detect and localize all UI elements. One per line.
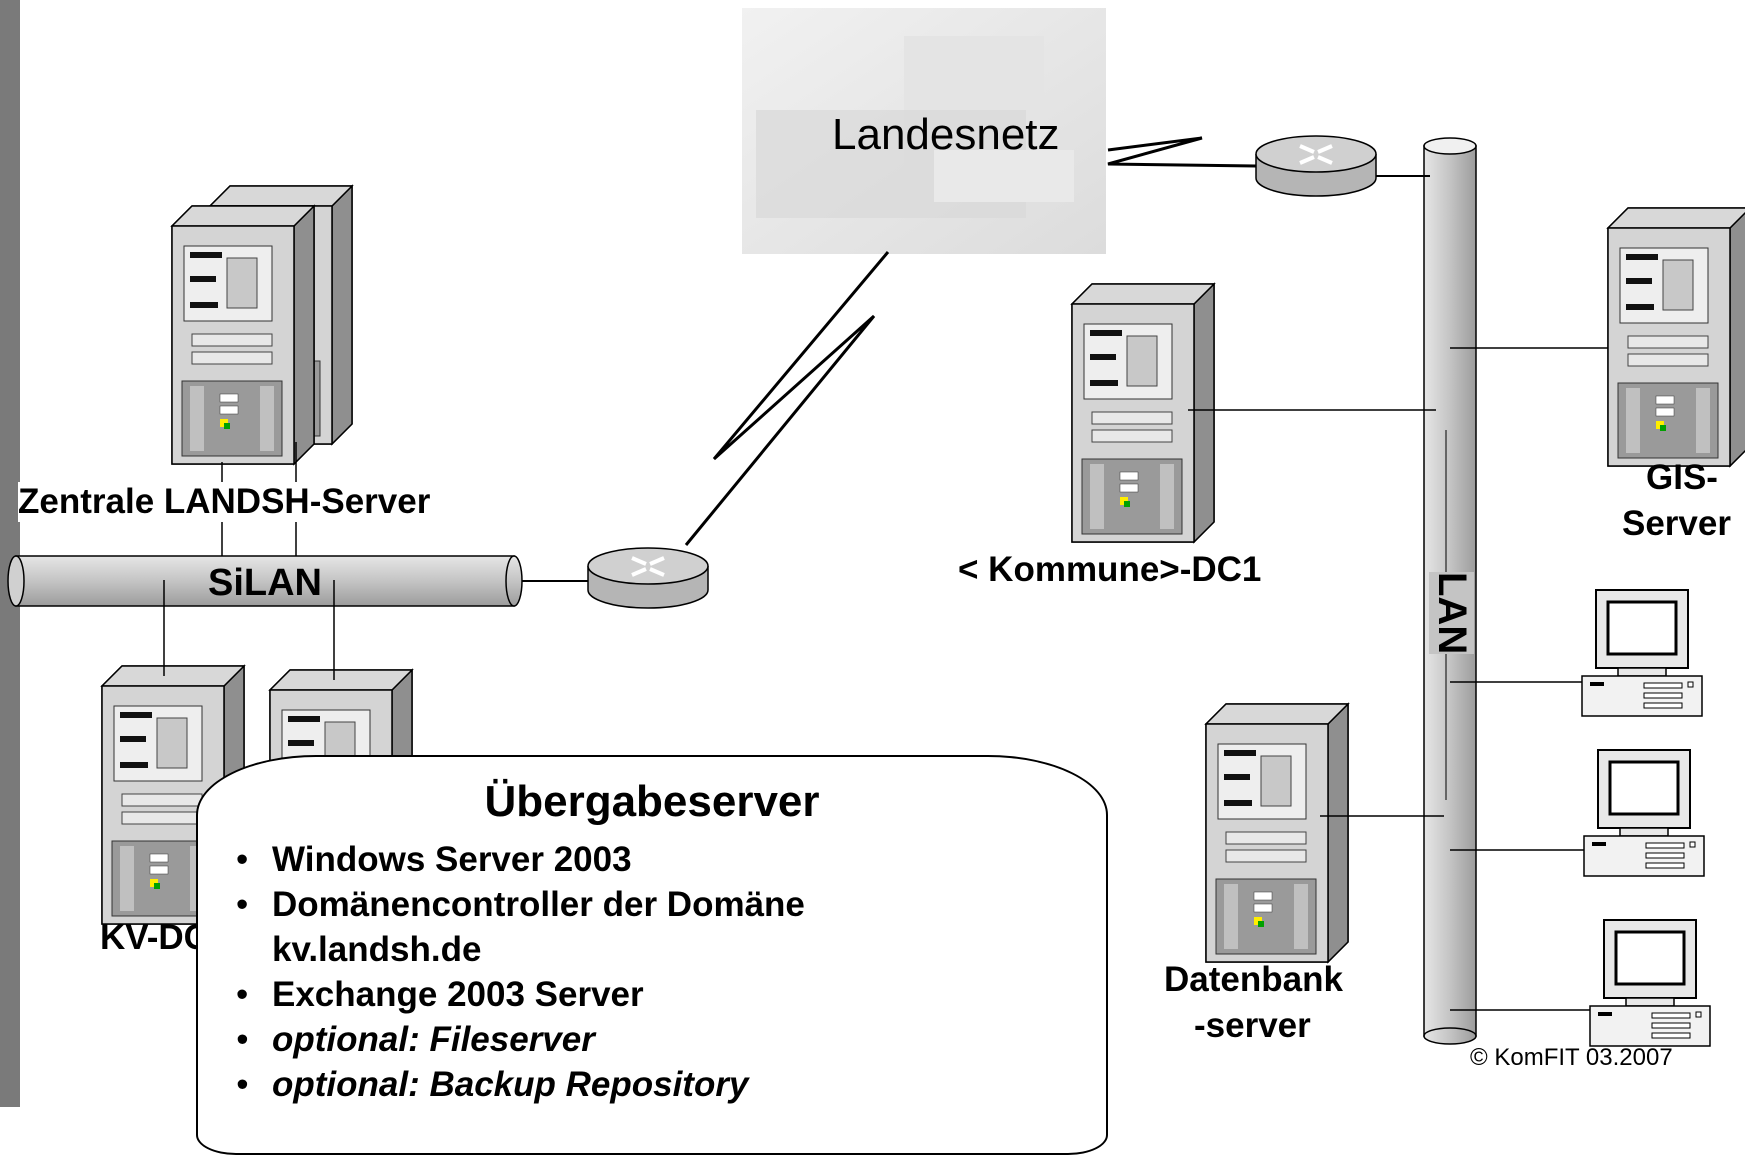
kv-dc-label: KV-DC [100,918,209,957]
copyright-text: © KomFIT 03.2007 [1470,1044,1673,1071]
callout-title: Übergabeserver [484,777,820,826]
datenbank-label-line1: Datenbank [1164,960,1343,999]
list-item: optional: Backup Repository [236,1062,805,1107]
central-landsh-servers-icon [171,185,353,465]
workstation-3-icon [1588,918,1712,1048]
wan-link-landesnetz-router-left [684,251,890,546]
datenbank-server-icon [1205,703,1349,963]
left-border-strip [0,0,20,1107]
list-item: kv.landsh.de [272,930,482,969]
network-diagram [0,0,1745,1107]
silan-router-icon [586,546,710,610]
list-item: Domänencontroller der Domäne [236,882,805,927]
landesnetz-label: Landesnetz [832,110,1060,159]
workstation-2-icon [1582,748,1706,878]
kommune-dc1-label: < Kommune>-DC1 [958,550,1262,589]
gis-server-label-line1: GIS- [1646,458,1718,497]
lan-label: LAN [1429,572,1474,655]
lan-router-icon [1254,134,1378,198]
list-item: Exchange 2003 Server [236,972,805,1017]
callout-feature-list: Windows Server 2003 Domänencontroller de… [236,837,805,1107]
kommune-dc1-server-icon [1071,283,1215,543]
wan-link-landesnetz-router-right [1107,136,1257,168]
gis-server-label-line2: Server [1622,504,1731,543]
list-item: optional: Fileserver [236,1017,805,1062]
silan-label: SiLAN [208,562,322,604]
list-item: Windows Server 2003 [236,837,805,882]
landesnetz-cloud-icon [742,8,1106,254]
workstation-1-icon [1580,588,1704,718]
central-servers-label: Zentrale LANDSH-Server [18,482,431,522]
silan-bus [7,555,523,607]
datenbank-label-line2: -server [1194,1006,1311,1045]
uebergabeserver-callout: Übergabeserver Windows Server 2003 Domän… [196,755,1108,1155]
gis-server-icon [1607,207,1745,467]
